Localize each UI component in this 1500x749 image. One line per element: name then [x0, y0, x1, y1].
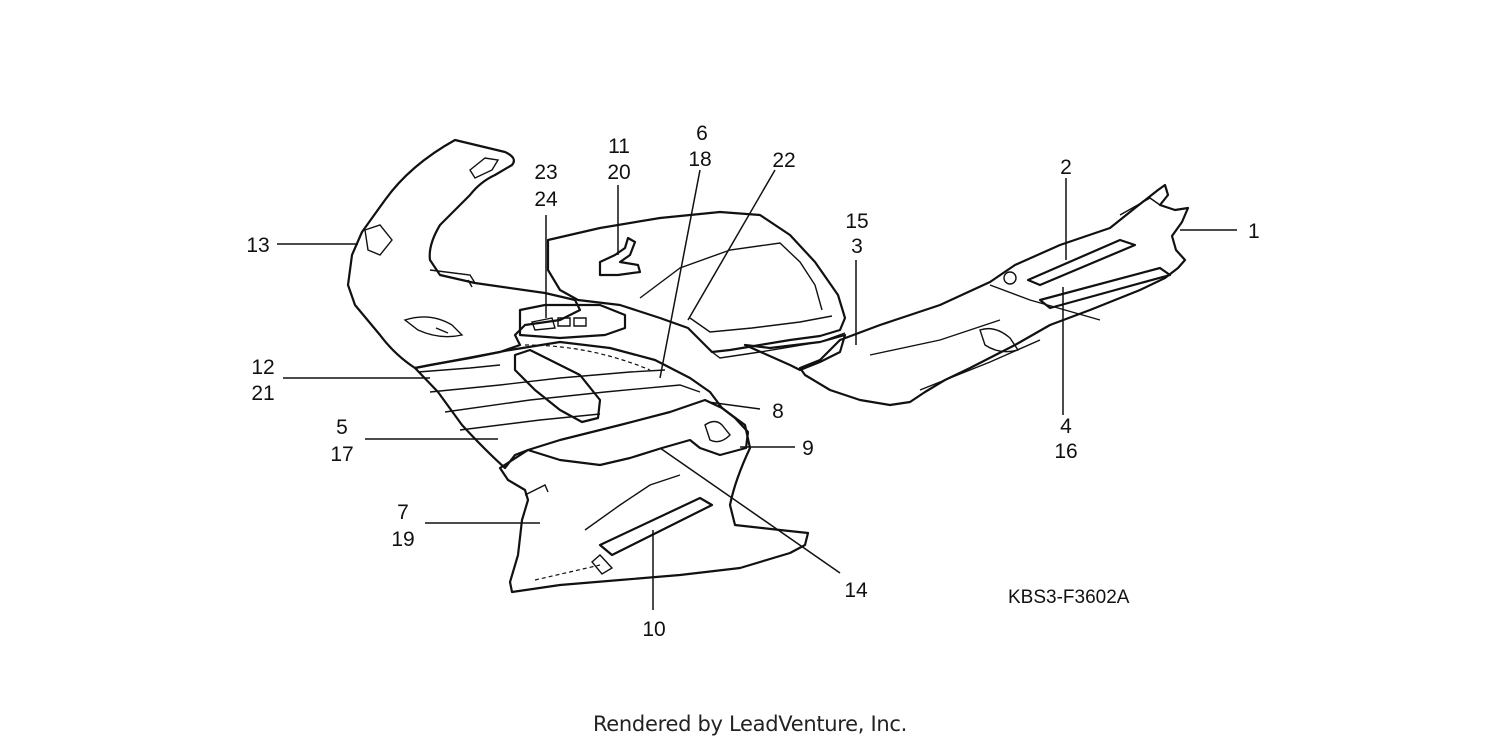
leader-22	[687, 169, 776, 321]
leader-6-18	[659, 169, 701, 379]
callout-3: 3	[851, 235, 863, 258]
rear-cowl	[798, 183, 1190, 407]
callout-7: 7	[397, 501, 409, 524]
callout-17: 17	[330, 443, 353, 466]
callout-4: 4	[1060, 415, 1072, 438]
middle-cowl	[413, 340, 750, 470]
callout-12: 12	[251, 356, 274, 379]
leader-lines	[277, 169, 1237, 610]
callout-18: 18	[688, 148, 711, 171]
callout-2: 2	[1060, 156, 1072, 179]
callout-9: 9	[802, 437, 814, 460]
lower-cowl	[498, 398, 810, 594]
callout-11: 11	[608, 135, 630, 158]
callout-8: 8	[772, 400, 784, 423]
upper-cowl	[346, 138, 582, 370]
callout-20: 20	[607, 161, 630, 184]
callout-6: 6	[696, 122, 708, 145]
side-cover	[743, 333, 847, 372]
callout-19: 19	[391, 528, 414, 551]
callout-15: 15	[845, 210, 868, 233]
callout-24: 24	[534, 188, 558, 211]
callout-5: 5	[336, 416, 348, 439]
callout-10: 10	[642, 618, 665, 641]
callout-21: 21	[251, 382, 274, 405]
leader-14	[659, 447, 841, 574]
leader-8	[707, 401, 761, 410]
drawing-code: KBS3-F3602A	[1008, 587, 1130, 608]
callout-16: 16	[1054, 440, 1077, 463]
fuel-tank	[518, 210, 847, 359]
footer-credit: Rendered by LeadVenture, Inc.	[592, 712, 908, 736]
callout-23: 23	[534, 161, 557, 184]
callout-labels: 1 2 15 3 4 16 5 17 6 18 7 19 8 9 10 11 2…	[246, 122, 1259, 641]
callout-22: 22	[772, 149, 795, 172]
callout-13: 13	[246, 234, 269, 257]
callout-1: 1	[1248, 220, 1260, 243]
callout-14: 14	[844, 579, 868, 602]
